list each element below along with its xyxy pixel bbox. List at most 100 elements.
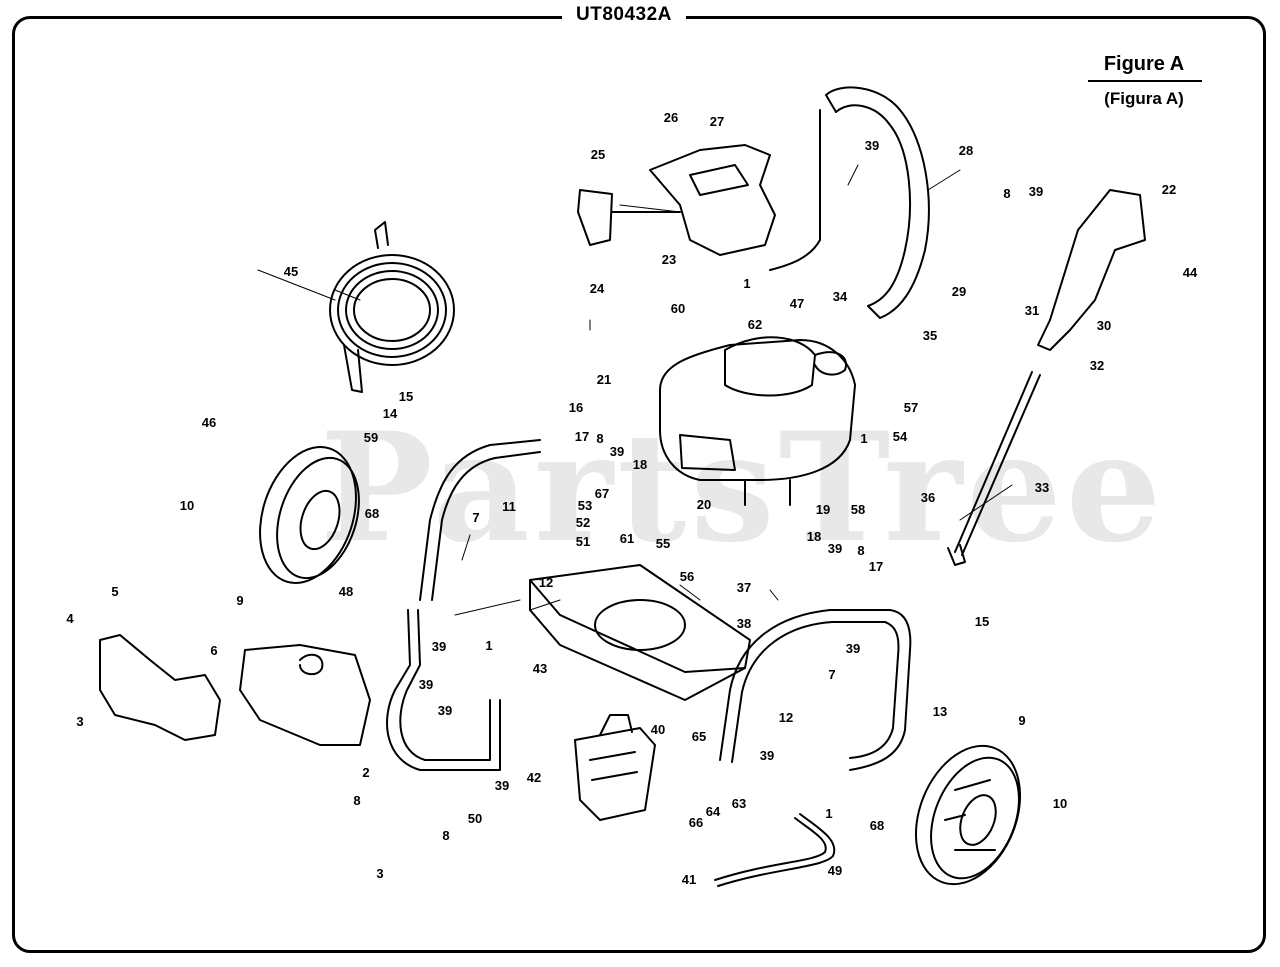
- figure-title-rule: [1088, 80, 1202, 82]
- callout-label: 32: [1089, 358, 1105, 373]
- callout-label: 4: [66, 611, 74, 626]
- left-wheel-drawing: [259, 445, 360, 585]
- callout-label: 61: [619, 531, 635, 546]
- frame-tube-left-drawing: [386, 439, 541, 771]
- callout-label: 13: [932, 704, 948, 719]
- engine-drawing: [659, 336, 856, 506]
- callout-label: 48: [338, 584, 354, 599]
- model-number: UT80432A: [562, 4, 686, 26]
- callout-label: 17: [868, 559, 884, 574]
- callout-label: 65: [691, 729, 707, 744]
- callout-label: 39: [437, 703, 453, 718]
- callout-label: 44: [1182, 265, 1198, 280]
- callout-label: 64: [705, 804, 721, 819]
- callout-label: 8: [353, 793, 361, 808]
- callout-label: 2: [362, 765, 370, 780]
- callout-label: 46: [201, 415, 217, 430]
- callout-label: 26: [663, 110, 679, 125]
- bracket-drawing: [99, 634, 221, 741]
- callout-label: 17: [574, 429, 590, 444]
- callout-label: 5: [111, 584, 119, 599]
- right-wheel-drawing: [914, 744, 1022, 886]
- callout-label: 8: [442, 828, 450, 843]
- callout-label: 54: [892, 429, 908, 444]
- callout-label: 6: [210, 643, 218, 658]
- callout-label: 8: [857, 543, 865, 558]
- callout-label: 1: [743, 276, 751, 291]
- callout-label: 39: [1028, 184, 1044, 199]
- callout-label: 24: [589, 281, 605, 296]
- callout-label: 68: [364, 506, 380, 521]
- handle-drawing: [769, 86, 930, 319]
- callout-label: 39: [845, 641, 861, 656]
- leader-lines: [257, 164, 1013, 616]
- callout-label: 7: [828, 667, 836, 682]
- callout-label: 20: [696, 497, 712, 512]
- callout-label: 60: [670, 301, 686, 316]
- base-plate-drawing: [529, 564, 751, 701]
- callout-label: 39: [609, 444, 625, 459]
- hose-49-drawing: [714, 813, 836, 887]
- callout-label: 53: [577, 498, 593, 513]
- callout-label: 49: [827, 863, 843, 878]
- callout-label: 38: [736, 616, 752, 631]
- callout-label: 3: [76, 714, 84, 729]
- callout-label: 10: [1052, 796, 1068, 811]
- figure-subtitle: (Figura A): [1104, 89, 1184, 108]
- figure-title: Figure A: [1103, 53, 1185, 75]
- callout-label: 14: [382, 406, 398, 421]
- callout-label: 63: [731, 796, 747, 811]
- callout-label: 50: [467, 811, 483, 826]
- callout-label: 39: [418, 677, 434, 692]
- callout-label: 55: [655, 536, 671, 551]
- callout-label: 39: [431, 639, 447, 654]
- callout-label: 28: [958, 143, 974, 158]
- callout-label: 11: [502, 499, 516, 514]
- callout-label: 12: [538, 575, 554, 590]
- callout-label: 39: [494, 778, 510, 793]
- callout-label: 9: [1018, 713, 1026, 728]
- callout-label: 59: [363, 430, 379, 445]
- callout-label: 16: [568, 400, 584, 415]
- pump-drawing: [574, 714, 656, 821]
- callout-label: 39: [827, 541, 843, 556]
- callout-label: 15: [974, 614, 990, 629]
- callout-label: 35: [922, 328, 938, 343]
- callout-label: 21: [596, 372, 612, 387]
- callout-label: 30: [1096, 318, 1112, 333]
- spray-gun-drawing: [947, 189, 1146, 566]
- callout-label: 66: [688, 815, 704, 830]
- callout-label: 68: [869, 818, 885, 833]
- callout-label: 10: [179, 498, 195, 513]
- callout-label: 57: [903, 400, 919, 415]
- callout-label: 31: [1024, 303, 1040, 318]
- callout-label: 51: [575, 534, 591, 549]
- callout-label: 22: [1161, 182, 1177, 197]
- callout-label: 29: [951, 284, 967, 299]
- callout-label: 41: [681, 872, 697, 887]
- callout-label: 1: [825, 806, 833, 821]
- callout-label: 23: [661, 252, 677, 267]
- callout-label: 39: [864, 138, 880, 153]
- callout-label: 52: [575, 515, 591, 530]
- engine-cover-drawing: [239, 644, 371, 746]
- callout-label: 7: [472, 510, 480, 525]
- hose-coil-drawing: [329, 221, 455, 393]
- callout-label: 36: [920, 490, 936, 505]
- callout-label: 43: [532, 661, 548, 676]
- callout-label: 12: [778, 710, 794, 725]
- callout-label: 40: [650, 722, 666, 737]
- engine-shroud-drawing: [577, 144, 776, 256]
- callout-label: 37: [736, 580, 752, 595]
- callout-label: 18: [806, 529, 822, 544]
- callout-label: 34: [832, 289, 848, 304]
- callout-label: 27: [709, 114, 725, 129]
- callout-label: 58: [850, 502, 866, 517]
- callout-label: 33: [1034, 480, 1050, 495]
- callout-label: 8: [1003, 186, 1011, 201]
- callout-label: 15: [398, 389, 414, 404]
- callout-label: 3: [376, 866, 384, 881]
- callout-label: 47: [789, 296, 805, 311]
- callout-label: 67: [594, 486, 610, 501]
